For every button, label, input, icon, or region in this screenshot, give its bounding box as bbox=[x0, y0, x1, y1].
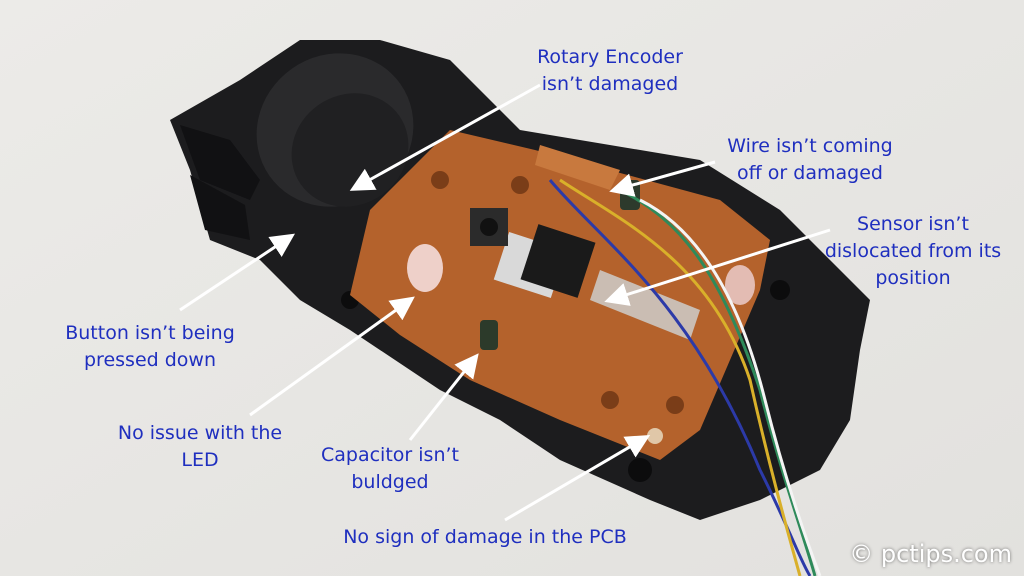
annotation-line: position bbox=[875, 267, 951, 289]
annotation-wire: Wire isn’t coming off or damaged bbox=[710, 133, 910, 187]
annotation-line: Capacitor isn’t bbox=[321, 444, 459, 466]
annotation-line: dislocated from its bbox=[824, 240, 1002, 262]
annotation-rotary-encoder: Rotary Encoder isn’t damaged bbox=[510, 44, 710, 98]
arrow-capacitor bbox=[408, 353, 479, 441]
annotation-line: pressed down bbox=[84, 349, 216, 371]
arrow-pcb bbox=[504, 434, 651, 522]
annotation-led: No issue with the LED bbox=[90, 420, 310, 474]
cable-wires bbox=[548, 178, 822, 576]
annotation-line: No sign of damage in the PCB bbox=[343, 526, 627, 548]
annotation-sensor: Sensor isn’t dislocated from its positio… bbox=[808, 211, 1018, 292]
arrow-sensor bbox=[604, 228, 831, 306]
arrow-button bbox=[179, 233, 295, 312]
annotation-button: Button isn’t being pressed down bbox=[40, 320, 260, 374]
annotation-arrows bbox=[179, 83, 831, 522]
annotation-capacitor: Capacitor isn’t buldged bbox=[290, 442, 490, 496]
annotation-line: buldged bbox=[351, 471, 429, 493]
annotation-line: Wire isn’t coming bbox=[727, 135, 893, 157]
arrow-rotary-encoder bbox=[349, 83, 541, 191]
pctips-watermark: © pctips.com bbox=[849, 540, 1012, 568]
arrow-wire bbox=[609, 160, 716, 197]
annotation-line: No issue with the bbox=[117, 422, 283, 444]
annotation-line: isn’t damaged bbox=[541, 73, 679, 95]
annotation-pcb: No sign of damage in the PCB bbox=[320, 524, 650, 551]
annotation-line: Button isn’t being bbox=[65, 322, 235, 344]
annotation-line: LED bbox=[181, 449, 219, 471]
arrow-led bbox=[249, 296, 415, 417]
annotation-line: Rotary Encoder bbox=[537, 46, 683, 68]
annotation-line: off or damaged bbox=[737, 162, 883, 184]
annotation-line: Sensor isn’t bbox=[857, 213, 969, 235]
